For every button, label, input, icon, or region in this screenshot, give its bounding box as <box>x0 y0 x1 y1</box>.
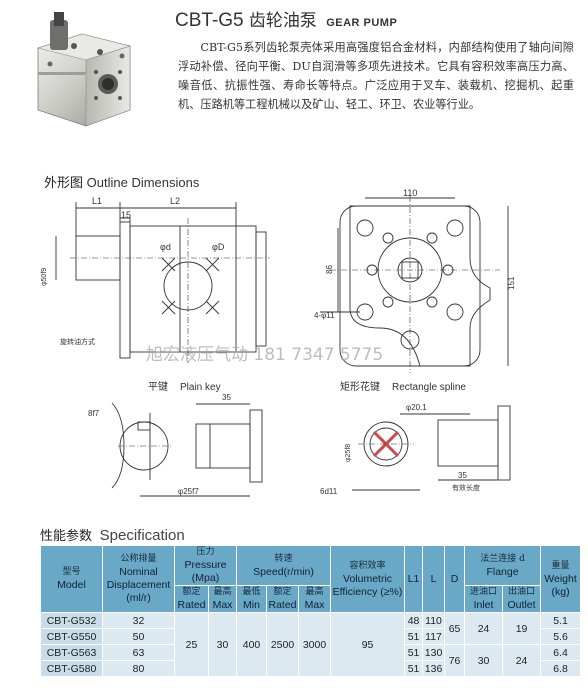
pump-photo <box>36 12 132 127</box>
dim-bolt-holes: 4-φ11 <box>314 311 335 320</box>
product-title: CBT-G5 齿轮油泵 GEAR PUMP <box>175 6 397 32</box>
col-L1: L1 <box>404 545 424 613</box>
dim-phi-D: φD <box>212 242 225 252</box>
rated-pressure-cell: 25 <box>174 612 209 677</box>
outline-drawing: L1 L2 15 φd φD φ50f9 旋转油方式 110 86 151 4-… <box>41 188 516 497</box>
dim-86: 86 <box>325 265 334 274</box>
table-row: CBT-G580 80 51 136 6.8 <box>40 660 582 677</box>
key-width: 8f7 <box>88 409 100 418</box>
col-L: L <box>422 545 446 613</box>
max-pressure-cell: 30 <box>207 612 238 677</box>
min-speed-cell: 400 <box>236 612 268 677</box>
dim-phi-shaft: φ50f9 <box>41 268 48 286</box>
rotation-note: 旋转油方式 <box>60 337 95 346</box>
spline-spec: 6d11 <box>320 487 338 496</box>
spline-d: φ20.1 <box>406 403 427 412</box>
dim-L2: L2 <box>170 196 180 206</box>
plain-key-en: Plain key <box>180 382 221 393</box>
front-flange <box>349 205 491 367</box>
plain-key-cn: 平键 <box>148 380 168 393</box>
model-code: CBT-G5 <box>175 10 244 31</box>
watermark: 旭宏液压气动 181 7347 5775 <box>146 345 383 365</box>
spec-heading-en: Specification <box>99 527 185 544</box>
mount-flange <box>119 217 131 359</box>
dim-15: 15 <box>121 210 131 220</box>
dim-L1: L1 <box>92 196 102 206</box>
dim-151: 151 <box>507 276 516 290</box>
rated-speed-cell: 2500 <box>266 612 300 677</box>
spline-note: 有效长度 <box>452 483 480 492</box>
table-row: CBT-G532 32 25 30 400 2500 3000 95 48 11… <box>40 612 582 677</box>
key-len: 35 <box>222 393 231 402</box>
dim-phi-d: φd <box>160 242 171 252</box>
spline-cn: 矩形花键 <box>340 380 380 393</box>
intro-paragraph: CBT-G5系列齿轮泵壳体采用高强度铝合金材料，内部结构使用了轴向间隙浮动补偿、… <box>178 41 574 111</box>
title-cn: 齿轮油泵 <box>248 11 317 31</box>
spec-heading-cn: 性能参数 <box>40 528 93 543</box>
efficiency-cell: 95 <box>330 612 406 677</box>
pump-body <box>129 225 257 353</box>
col-D: D <box>444 545 466 613</box>
dim-110: 110 <box>403 188 417 198</box>
spline-D: φ25f8 <box>345 444 352 462</box>
spline-len: 35 <box>458 471 467 480</box>
outline-heading: 外形图 Outline Dimensions <box>44 172 199 191</box>
max-speed-cell: 3000 <box>298 612 332 677</box>
table-row: CBT-G563 63 51 130 76 30 24 6.4 <box>40 644 582 677</box>
outline-heading-cn: 外形图 <box>44 175 84 190</box>
spec-heading: 性能参数 Specification <box>40 525 185 544</box>
key-dia: φ25f7 <box>178 487 199 496</box>
outline-heading-en: Outline Dimensions <box>86 175 200 190</box>
title-en: GEAR PUMP <box>326 17 398 29</box>
spline-en: Rectangle spline <box>392 382 466 393</box>
